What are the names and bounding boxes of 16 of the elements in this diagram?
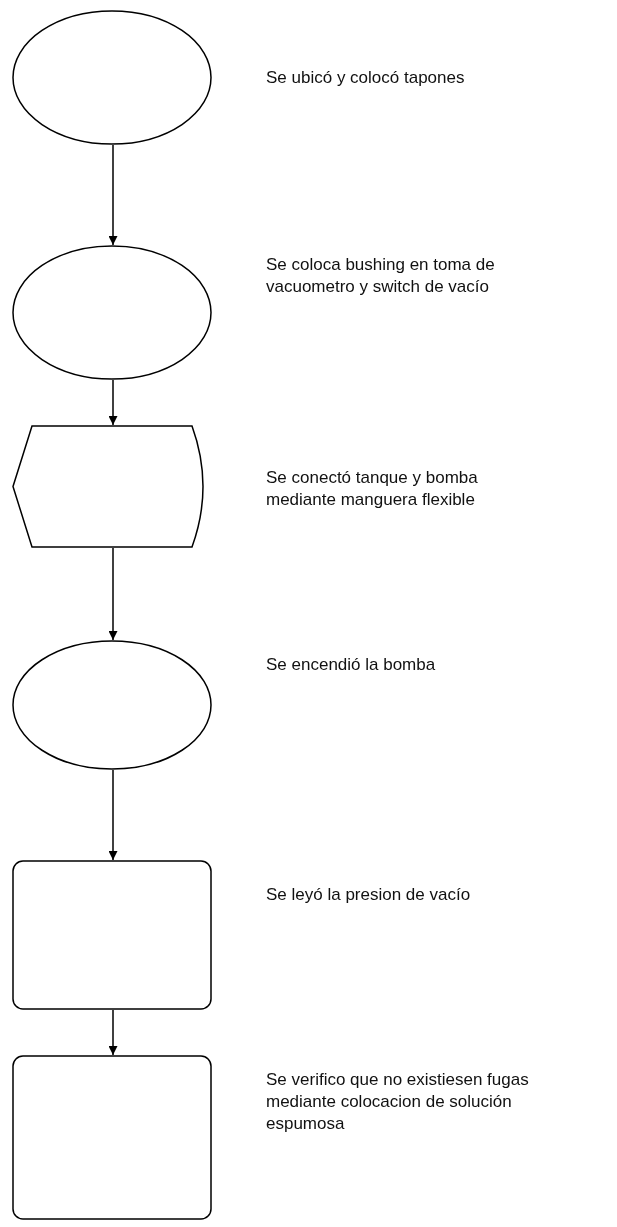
- ellipse-shape: [12, 245, 212, 380]
- ellipse-shape: [12, 10, 212, 145]
- arrow: [108, 547, 118, 641]
- rounded-box: [12, 860, 212, 1010]
- step-caption: Se encendió la bomba: [266, 654, 437, 676]
- step-caption: Se conectó tanque y bomba mediante manguera flexible: [266, 467, 479, 511]
- step-caption: Se verifico que no existiesen fugas mediante colocacion de solución espumosa: [266, 1069, 530, 1135]
- step-caption: Se coloca bushing en toma de vacuometro y switch de vacío: [266, 254, 496, 298]
- step-caption: Se leyó la presion de vacío: [266, 884, 472, 906]
- step-caption: Se ubicó y colocó tapones: [266, 67, 466, 89]
- arrow: [108, 144, 118, 246]
- ellipse-shape: [12, 640, 212, 770]
- arrow: [108, 769, 118, 861]
- rounded-box: [12, 1055, 212, 1220]
- arrow: [108, 379, 118, 426]
- arrow: [108, 1009, 118, 1056]
